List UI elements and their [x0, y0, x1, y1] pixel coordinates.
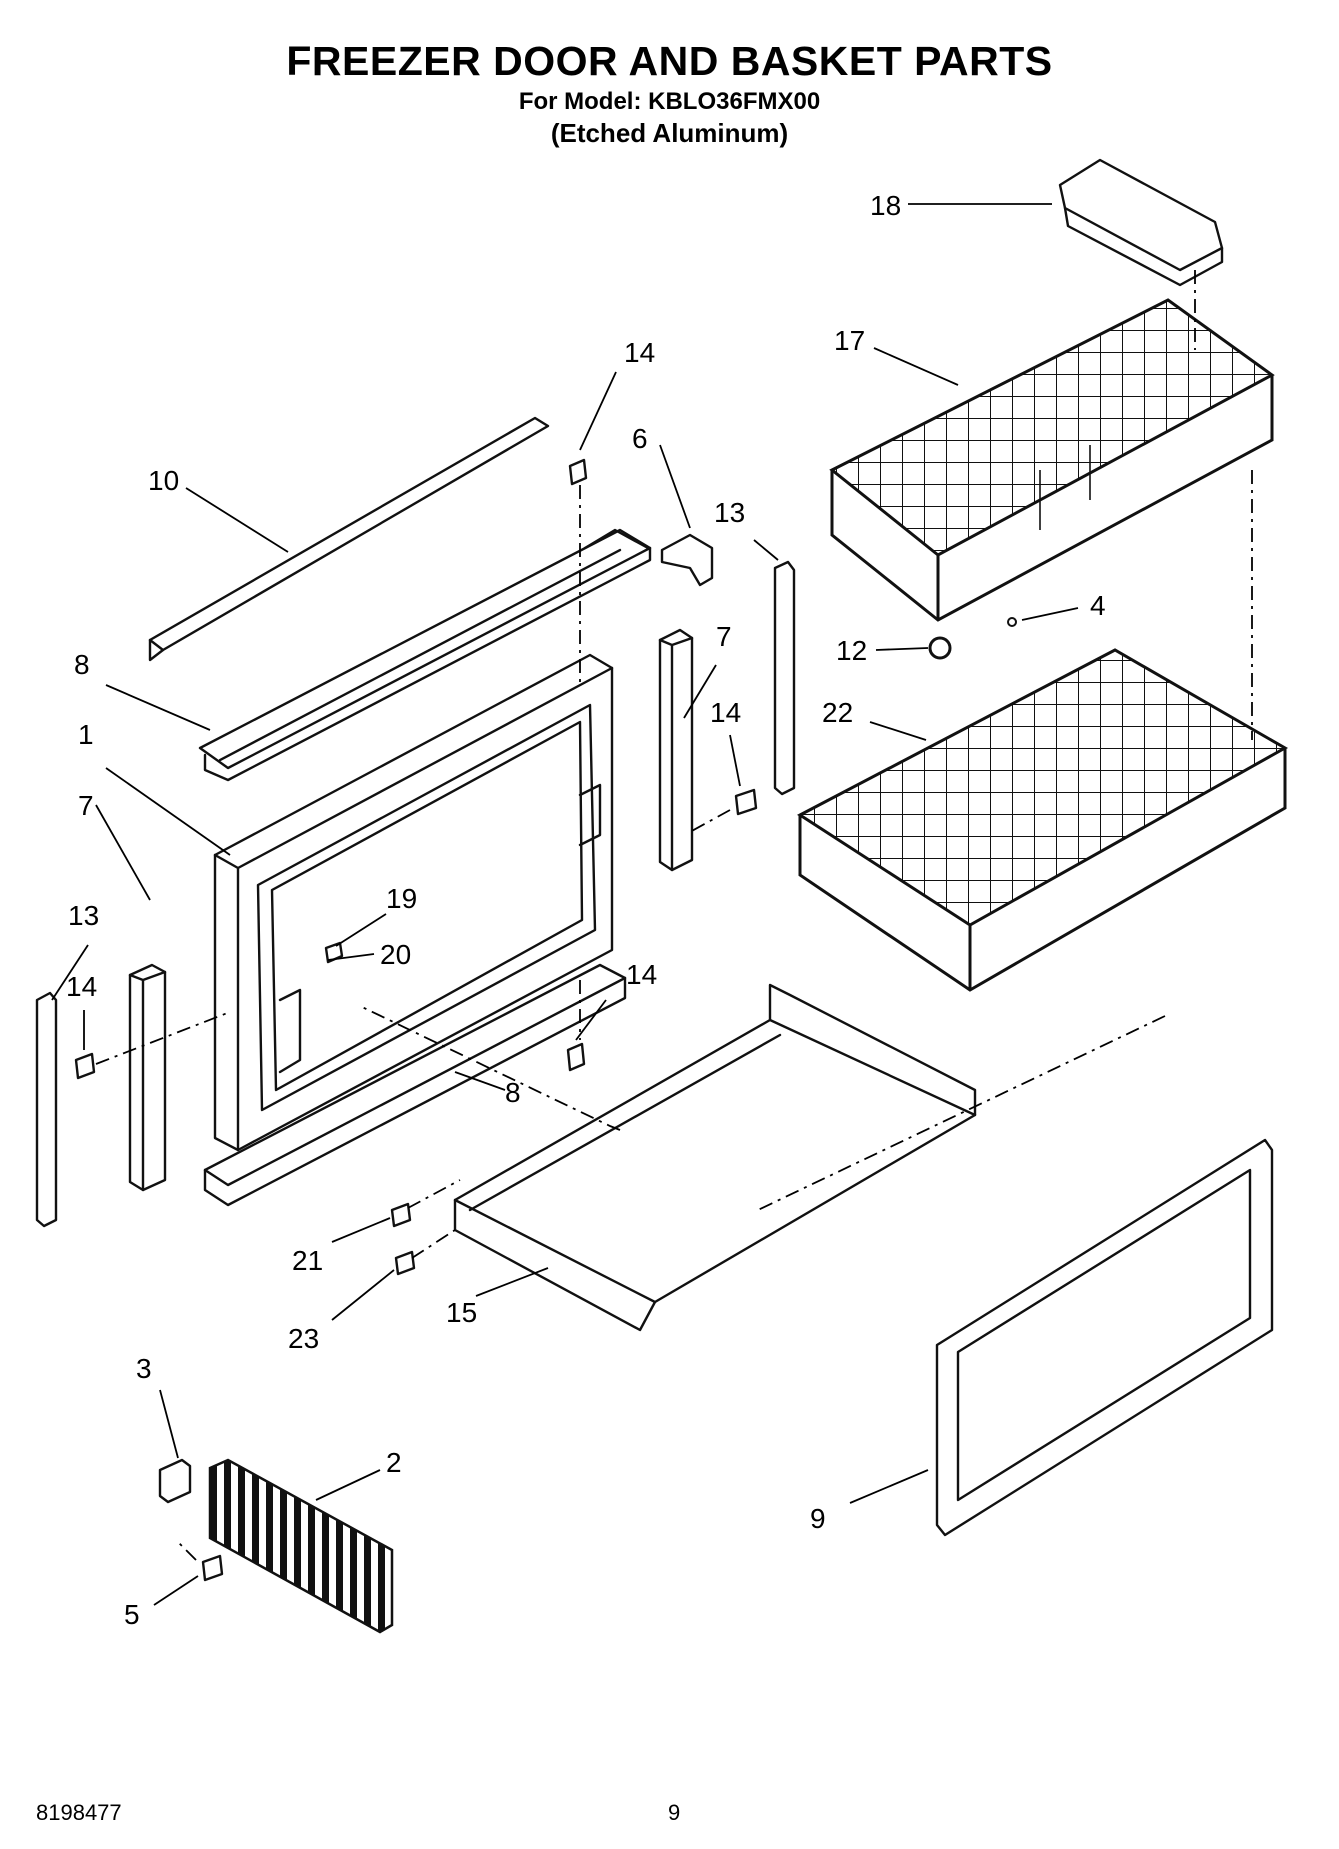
- part-3-clip: [158, 1458, 192, 1504]
- callout-9: 9: [810, 1503, 826, 1534]
- callout-14-top: 14: [624, 337, 655, 368]
- callout-8-bottom: 8: [505, 1077, 521, 1108]
- part-22-lower-basket: [797, 648, 1289, 992]
- callout-21: 21: [292, 1245, 323, 1276]
- callout-22: 22: [822, 697, 853, 728]
- part-13-side-trim-left: [35, 991, 58, 1228]
- callout-13-left: 13: [68, 900, 99, 931]
- part-2-grille: [208, 1458, 394, 1634]
- callout-6: 6: [632, 423, 648, 454]
- part-8-top-channel: [198, 528, 652, 782]
- part-7-side-channel-left: [128, 963, 167, 1192]
- leader-lines: [51, 203, 1079, 1606]
- callout-8-top: 8: [74, 649, 90, 680]
- callout-2: 2: [386, 1447, 402, 1478]
- part-15-slide-frame: [453, 983, 977, 1332]
- page-title: FREEZER DOOR AND BASKET PARTS: [286, 38, 1053, 84]
- callout-10: 10: [148, 465, 179, 496]
- callout-7-right: 7: [716, 621, 732, 652]
- model-line: For Model: KBLO36FMX00: [518, 88, 821, 115]
- assembly-lines: [95, 270, 1253, 1561]
- callout-7-left: 7: [78, 790, 94, 821]
- callout-15: 15: [446, 1297, 477, 1328]
- document-number: 8198477: [36, 1800, 122, 1825]
- callout-3: 3: [136, 1353, 152, 1384]
- callout-14-right: 14: [710, 697, 741, 728]
- part-9-gasket: [935, 1138, 1274, 1537]
- finish-line: (Etched Aluminum): [550, 118, 789, 148]
- part-10-top-trim: [148, 416, 550, 662]
- callout-14-left: 14: [66, 971, 97, 1002]
- callout-4: 4: [1090, 590, 1106, 621]
- callout-18: 18: [870, 190, 901, 221]
- callout-20: 20: [380, 939, 411, 970]
- callout-19: 19: [386, 883, 417, 914]
- part-17-upper-basket: [829, 298, 1275, 622]
- part-7-side-channel-right: [658, 628, 694, 872]
- callout-5: 5: [124, 1599, 140, 1630]
- callout-14-bottom: 14: [626, 959, 657, 990]
- callout-1: 1: [78, 719, 94, 750]
- part-4-pin: [1007, 617, 1017, 627]
- callout-23: 23: [288, 1323, 319, 1354]
- screws: [74, 458, 758, 1582]
- callout-13-right: 13: [714, 497, 745, 528]
- part-12-roller: [928, 636, 952, 660]
- part-8-bottom-channel: [203, 963, 627, 1207]
- callout-17: 17: [834, 325, 865, 356]
- callout-12: 12: [836, 635, 867, 666]
- part-6-bracket: [660, 533, 714, 587]
- page-number: 9: [668, 1800, 681, 1825]
- part-1-door-frame: [213, 653, 614, 1152]
- callout-labels: 18 17 14 6 13 10 4 7 12 8 14 22 1 7 19 1…: [66, 190, 1106, 1630]
- part-18-bin: [1058, 158, 1224, 287]
- part-13-side-trim-right: [773, 560, 796, 796]
